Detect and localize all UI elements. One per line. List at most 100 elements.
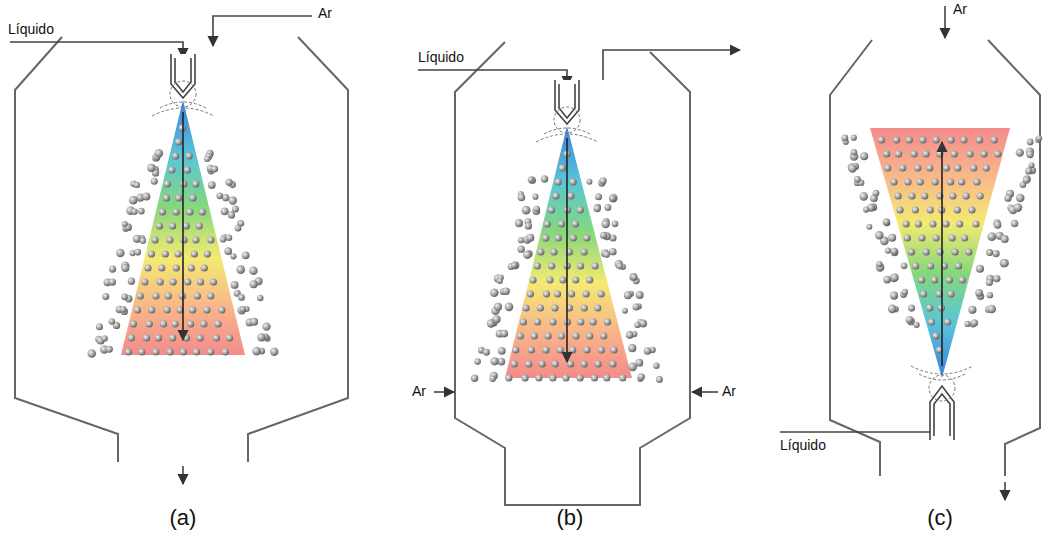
droplet xyxy=(549,318,556,325)
droplet xyxy=(517,245,524,252)
droplet xyxy=(873,190,880,197)
droplet xyxy=(854,176,861,183)
droplet xyxy=(224,247,232,255)
droplet xyxy=(572,276,579,283)
flow-lines xyxy=(10,6,1005,500)
droplet xyxy=(903,220,910,227)
droplet xyxy=(895,150,902,157)
droplet xyxy=(242,251,250,259)
droplet xyxy=(164,306,171,313)
droplet xyxy=(557,346,564,353)
droplet xyxy=(932,178,939,185)
droplet xyxy=(987,292,993,298)
droplet xyxy=(912,262,919,269)
droplet xyxy=(906,136,913,143)
droplet xyxy=(552,192,559,199)
droplet xyxy=(505,374,512,381)
droplet xyxy=(604,318,611,325)
droplet xyxy=(162,250,169,257)
droplet xyxy=(151,236,158,243)
droplet xyxy=(586,276,593,283)
droplet xyxy=(954,164,961,171)
droplet xyxy=(927,262,934,269)
droplet xyxy=(923,248,930,255)
droplet xyxy=(860,152,868,160)
droplet xyxy=(875,231,883,239)
droplet xyxy=(1001,259,1009,267)
droplet xyxy=(592,262,599,269)
flow-label: Ar xyxy=(722,384,736,399)
droplet xyxy=(918,276,925,283)
droplet xyxy=(188,264,195,271)
droplet xyxy=(199,208,206,215)
droplet xyxy=(1029,162,1035,168)
droplet xyxy=(511,262,517,268)
droplet xyxy=(213,334,220,341)
droplet xyxy=(956,220,963,227)
droplet xyxy=(196,222,203,229)
droplet xyxy=(570,234,577,241)
panel-label: (c) xyxy=(927,506,953,530)
droplet xyxy=(628,344,636,352)
droplet xyxy=(591,374,598,381)
droplet xyxy=(170,278,177,285)
droplet xyxy=(133,235,141,243)
droplet xyxy=(876,261,882,267)
droplet xyxy=(976,265,984,273)
droplet xyxy=(927,206,934,213)
droplet xyxy=(931,276,938,283)
droplet xyxy=(229,196,237,204)
droplet xyxy=(192,236,199,243)
droplet xyxy=(555,178,562,185)
droplet xyxy=(910,150,917,157)
droplet xyxy=(1026,151,1034,159)
droplet xyxy=(537,248,544,255)
droplet xyxy=(140,238,146,244)
droplet xyxy=(891,274,899,282)
droplet xyxy=(632,304,639,311)
droplet xyxy=(1027,139,1034,146)
droplet xyxy=(1016,148,1024,156)
droplet xyxy=(562,374,569,381)
droplet xyxy=(908,304,915,311)
droplet xyxy=(893,136,900,143)
droplet xyxy=(572,220,579,227)
droplet xyxy=(912,206,919,213)
droplet xyxy=(172,320,179,327)
droplet xyxy=(976,136,983,143)
droplet xyxy=(147,164,155,172)
droplet xyxy=(980,150,987,157)
droplet xyxy=(970,164,977,171)
droplet xyxy=(151,178,158,185)
droplet xyxy=(497,278,503,284)
droplet xyxy=(146,320,153,327)
spray-cone xyxy=(870,128,1010,378)
droplet xyxy=(577,262,584,269)
droplet xyxy=(933,136,940,143)
droplet xyxy=(915,220,922,227)
droplet xyxy=(977,192,984,199)
panel-label: (a) xyxy=(170,506,197,530)
droplet xyxy=(179,124,186,131)
droplet xyxy=(192,180,199,187)
droplet xyxy=(222,194,229,201)
flow-direction-arrow xyxy=(183,112,942,366)
droplet xyxy=(555,234,562,241)
droplet xyxy=(534,206,540,212)
droplet xyxy=(518,194,526,202)
droplet xyxy=(548,206,555,213)
droplet xyxy=(197,334,204,341)
droplet xyxy=(529,276,536,283)
droplet xyxy=(550,248,557,255)
droplet xyxy=(525,360,532,367)
droplet xyxy=(983,164,990,171)
droplet xyxy=(500,330,508,338)
droplet xyxy=(600,177,607,184)
droplet xyxy=(848,164,856,172)
droplet xyxy=(148,250,155,257)
droplet xyxy=(166,236,173,243)
droplet xyxy=(544,220,551,227)
droplet xyxy=(522,206,531,215)
flow-label: Líquido xyxy=(8,22,54,37)
droplet xyxy=(963,192,970,199)
